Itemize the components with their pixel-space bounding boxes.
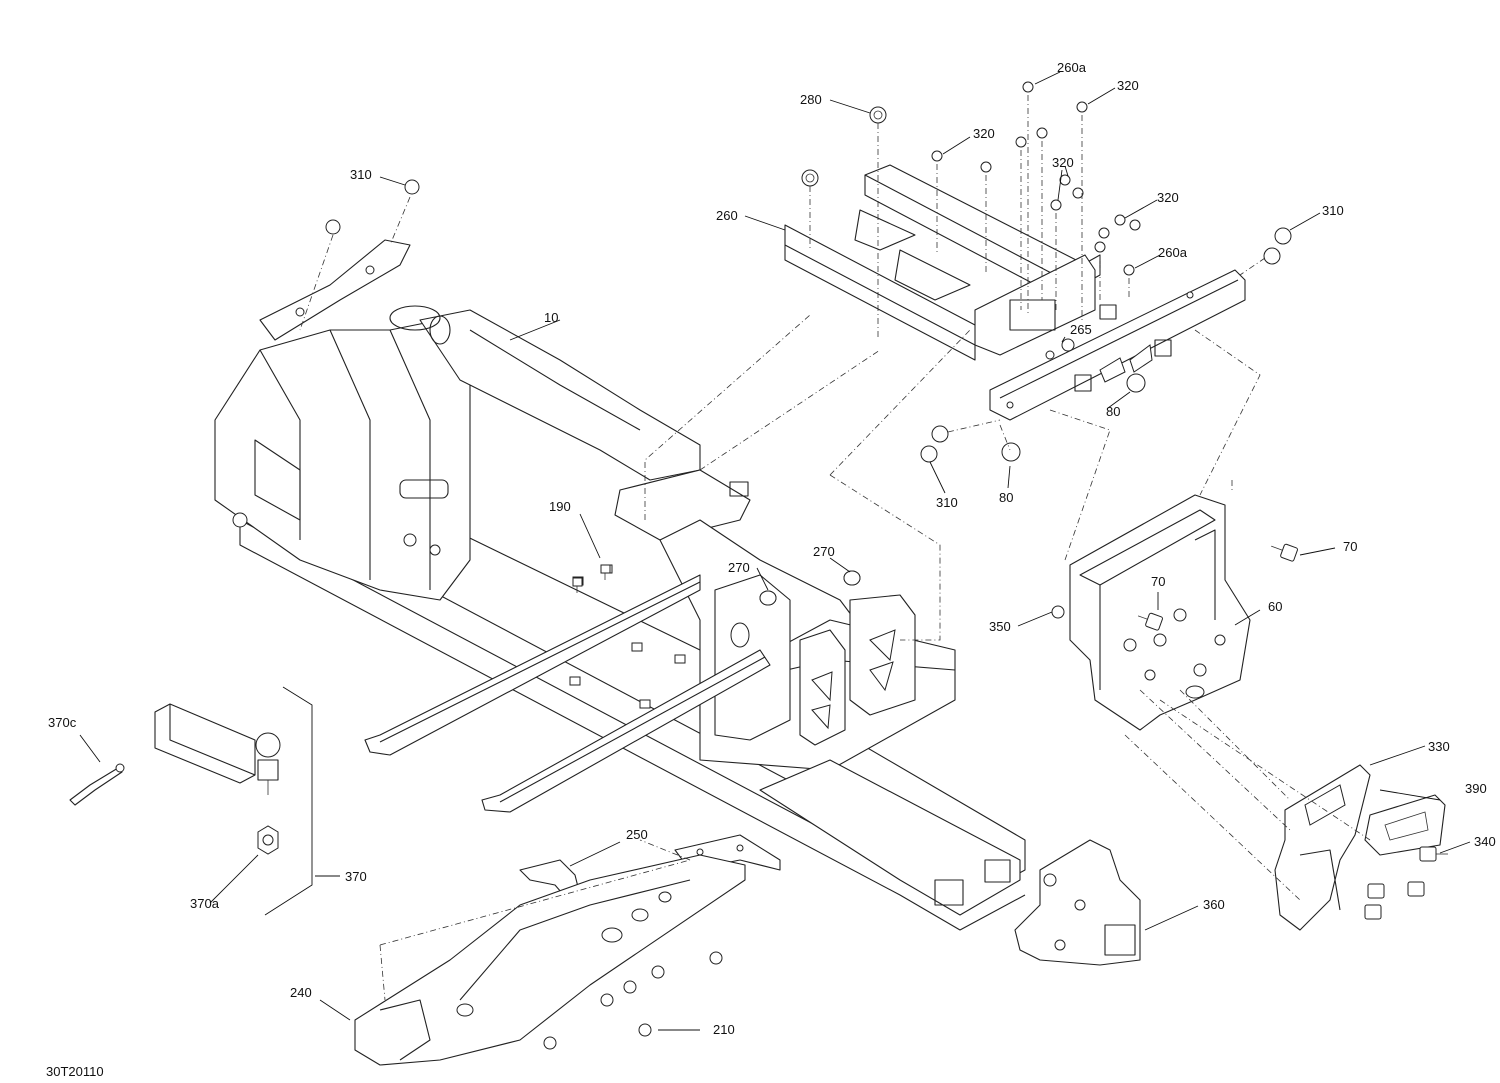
callout-320-left: 320 — [973, 126, 995, 141]
callout-340: 340 — [1474, 834, 1496, 849]
callout-370a: 370a — [190, 896, 220, 911]
brace-part-240 — [354, 854, 746, 1066]
bushings-part-310-bottom — [920, 425, 949, 463]
callout-270-left: 270 — [728, 560, 750, 575]
callout-260a-right: 260a — [1158, 245, 1188, 260]
callout-80-upper: 80 — [1106, 404, 1120, 419]
callout-10: 10 — [544, 310, 558, 325]
callout-240: 240 — [290, 985, 312, 1000]
bushing-part-310-top-left — [325, 179, 420, 235]
callout-370: 370 — [345, 869, 367, 884]
nuts-part-320 — [931, 101, 1141, 253]
callout-260a-top: 260a — [1057, 60, 1087, 75]
callout-320-right: 320 — [1157, 190, 1179, 205]
callout-190: 190 — [549, 499, 571, 514]
callout-265: 265 — [1070, 322, 1092, 337]
diagram-id: 30T20110 — [46, 1064, 104, 1079]
callout-390: 390 — [1465, 781, 1487, 796]
callout-270-right: 270 — [813, 544, 835, 559]
callout-310-right: 310 — [1322, 203, 1344, 218]
callout-70-center: 70 — [1151, 574, 1165, 589]
callout-labels: 10 60 70 70 80 80 190 210 240 250 260 26… — [46, 60, 1496, 1079]
nut-part-370a — [257, 825, 279, 855]
bolts-part-190 — [572, 564, 611, 593]
nut-part-350 — [1051, 605, 1065, 619]
plate-part-330 — [1274, 764, 1371, 931]
callout-320-top: 320 — [1117, 78, 1139, 93]
rear-subframe-part-260 — [784, 164, 1246, 421]
gasket-part-390 — [1364, 794, 1446, 856]
callout-70-right: 70 — [1343, 539, 1357, 554]
bracket-part-60 — [1069, 494, 1251, 731]
callout-250: 250 — [626, 827, 648, 842]
callout-320-center: 320 — [1052, 155, 1074, 170]
callout-280: 280 — [800, 92, 822, 107]
bolts-part-340 — [1364, 846, 1448, 920]
bushing-part-265 — [1061, 338, 1075, 352]
nut-part-280 — [869, 106, 887, 124]
pin-part-370c — [69, 763, 125, 806]
leader-lines — [79, 71, 1471, 1031]
spacers-part-270 — [759, 570, 861, 606]
nuts-part-210 — [543, 951, 723, 1050]
nuts-part-260a — [1022, 81, 1135, 276]
bolts-part-70 — [1137, 543, 1298, 631]
hitch-part-360 — [1014, 839, 1141, 966]
main-frame-part-10 — [214, 239, 1026, 931]
trailer-ball-kit-part-370 — [69, 686, 313, 916]
callout-350: 350 — [989, 619, 1011, 634]
callout-80-lower: 80 — [999, 490, 1013, 505]
callout-360: 360 — [1203, 897, 1225, 912]
callout-310-bottom: 310 — [936, 495, 958, 510]
alignment-lines — [299, 95, 1371, 1001]
callout-370c: 370c — [48, 715, 77, 730]
callout-60: 60 — [1268, 599, 1282, 614]
callout-260: 260 — [716, 208, 738, 223]
bushings-part-310-right — [1263, 227, 1292, 265]
spacers-part-80 — [1001, 373, 1146, 462]
callout-310-top-left: 310 — [350, 167, 372, 182]
callout-330: 330 — [1428, 739, 1450, 754]
callout-210: 210 — [713, 1022, 735, 1037]
nut-part-260-top — [801, 169, 819, 187]
